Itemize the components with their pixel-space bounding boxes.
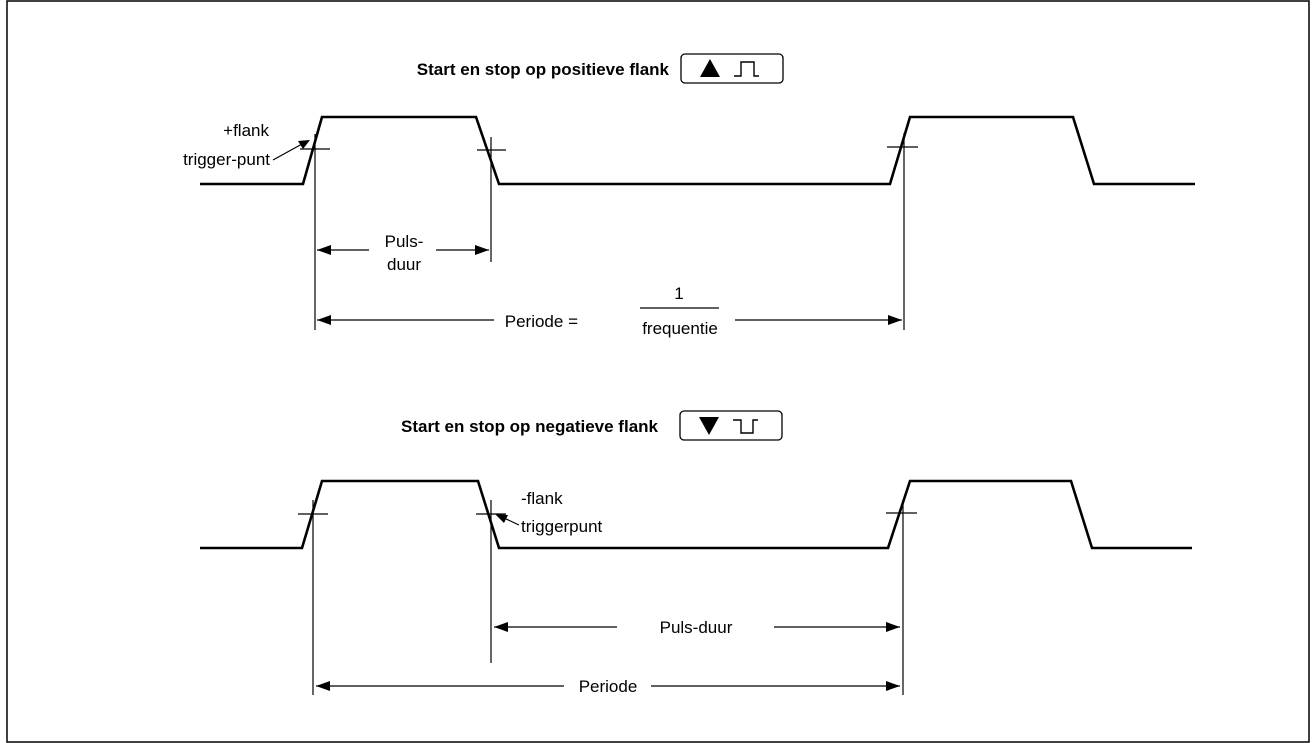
leader-arrowhead — [495, 514, 508, 523]
leader-arrow — [503, 517, 520, 526]
trigger-point-markers — [300, 133, 918, 164]
positive-waveform — [200, 115, 1195, 186]
positive-pulse-icon — [734, 61, 759, 77]
positive-edge-button — [680, 53, 784, 84]
trigger-point-markers — [298, 500, 917, 528]
negative-edge-title: Start en stop op negatieve flank — [401, 417, 658, 436]
triangle-up-icon — [700, 59, 720, 77]
negative-edge-label-line2: triggerpunt — [521, 517, 603, 536]
fraction-numerator: 1 — [674, 284, 683, 303]
pulse-duration-label: Puls-duur — [660, 618, 733, 637]
triangle-down-icon — [699, 417, 719, 435]
negative-waveform — [200, 479, 1192, 550]
positive-edge-title: Start en stop op positieve flank — [417, 60, 670, 79]
negative-edge-section: Start en stop op negatieve flank -flank … — [200, 410, 1192, 696]
diagram-frame — [6, 0, 1310, 743]
positive-edge-label: +flank — [223, 121, 269, 140]
period-formula-label: Periode = — [505, 312, 578, 331]
leader-arrowhead — [298, 140, 310, 149]
positive-edge-label-line2: trigger-punt — [183, 150, 270, 169]
fraction-denominator: frequentie — [642, 319, 718, 338]
period-label: Periode — [579, 677, 638, 696]
negative-pulse-icon — [733, 419, 758, 434]
negative-edge-label: -flank — [521, 489, 563, 508]
positive-edge-section: Start en stop op positieve flank +flank … — [183, 53, 1195, 338]
pulse-duration-label-line2: duur — [387, 255, 421, 274]
negative-edge-button — [679, 410, 783, 441]
pulse-duration-label: Puls- — [385, 232, 424, 251]
leader-arrow — [272, 143, 303, 161]
